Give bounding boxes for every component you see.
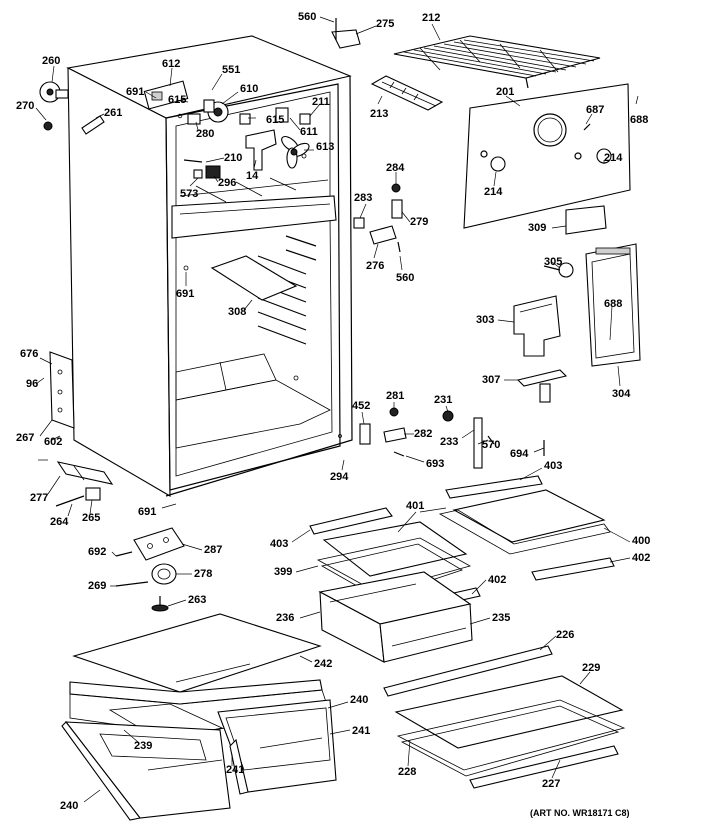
part-label-233: 233	[440, 436, 459, 448]
part-label-296: 296	[218, 177, 237, 189]
part-label-402: 402	[488, 574, 507, 586]
part-label-287: 287	[204, 544, 223, 556]
part-label-235: 235	[492, 612, 511, 624]
part-label-228: 228	[398, 766, 417, 778]
part-label-611: 611	[300, 126, 318, 138]
part-label-691: 691	[126, 86, 145, 98]
part-label-691: 691	[176, 288, 195, 300]
part-label-201: 201	[496, 86, 515, 98]
part-label-14: 14	[246, 170, 259, 182]
part-label-560: 560	[298, 11, 317, 23]
part-label-265: 265	[82, 512, 101, 524]
part-label-226: 226	[556, 629, 575, 641]
part-label-613: 613	[316, 141, 335, 153]
part-label-229: 229	[582, 662, 601, 674]
part-label-278: 278	[194, 568, 213, 580]
part-label-615: 615	[266, 114, 285, 126]
part-label-284: 284	[386, 162, 405, 174]
part-label-227: 227	[542, 778, 561, 790]
control-housing-parts	[359, 243, 641, 469]
part-label-241: 241	[352, 725, 371, 737]
part-label-242: 242	[314, 658, 333, 670]
refrigerator-cabinet	[49, 35, 353, 497]
part-label-691: 691	[138, 506, 157, 518]
part-label-452: 452	[352, 400, 371, 412]
part-label-277: 277	[30, 492, 49, 504]
part-label-275: 275	[376, 18, 395, 30]
part-label-240: 240	[60, 800, 79, 812]
part-label-694: 694	[510, 448, 529, 460]
crisper-bins	[61, 613, 337, 821]
part-label-263: 263	[188, 594, 207, 606]
part-label-402: 402	[632, 552, 651, 564]
part-label-261: 261	[104, 107, 123, 119]
base-parts	[55, 487, 185, 612]
part-label-212: 212	[422, 12, 441, 24]
part-label-240: 240	[350, 694, 369, 706]
part-label-692: 692	[88, 546, 107, 558]
part-label-231: 231	[434, 394, 453, 406]
part-label-282: 282	[414, 428, 433, 440]
part-label-688: 688	[630, 114, 649, 126]
part-label-615: 615	[168, 94, 187, 106]
part-label-269: 269	[88, 580, 107, 592]
part-label-214: 214	[604, 152, 623, 164]
part-label-236: 236	[276, 612, 295, 624]
part-label-213: 213	[370, 108, 389, 120]
part-label-693: 693	[426, 458, 445, 470]
part-label-399: 399	[274, 566, 293, 578]
part-label-612: 612	[162, 58, 181, 70]
part-label-687: 687	[586, 104, 605, 116]
part-label-210: 210	[224, 152, 243, 164]
part-label-279: 279	[410, 216, 429, 228]
part-label-267: 267	[16, 432, 35, 444]
part-label-294: 294	[330, 471, 349, 483]
control-components	[39, 18, 361, 179]
part-label-241: 241	[226, 764, 245, 776]
part-label-401: 401	[406, 500, 425, 512]
part-label-211: 211	[312, 96, 330, 108]
shelves-group	[309, 475, 626, 789]
freezer-parts	[353, 35, 631, 253]
part-label-276: 276	[366, 260, 385, 272]
part-label-270: 270	[16, 100, 35, 112]
part-label-305: 305	[544, 256, 563, 268]
part-label-403: 403	[270, 538, 289, 550]
part-label-688: 688	[604, 298, 623, 310]
leader-lines	[35, 16, 639, 803]
part-label-309: 309	[528, 222, 547, 234]
part-label-400: 400	[632, 535, 651, 547]
part-label-602: 602	[44, 436, 63, 448]
part-label-676: 676	[20, 348, 39, 360]
part-label-560: 560	[396, 272, 415, 284]
part-label-239: 239	[134, 740, 153, 752]
part-label-214: 214	[484, 186, 503, 198]
part-label-573: 573	[180, 188, 199, 200]
part-label-96: 96	[26, 378, 39, 390]
part-label-610: 610	[240, 83, 259, 95]
part-label-551: 551	[222, 64, 241, 76]
part-label-280: 280	[196, 128, 215, 140]
part-label-403: 403	[544, 460, 563, 472]
part-label-304: 304	[612, 388, 631, 400]
part-label-264: 264	[50, 516, 69, 528]
art-number: (ART NO. WR18171 C8)	[530, 808, 630, 818]
part-label-303: 303	[476, 314, 495, 326]
part-label-570: 570	[482, 439, 501, 451]
part-label-307: 307	[482, 374, 501, 386]
part-label-283: 283	[354, 192, 373, 204]
part-label-281: 281	[386, 390, 405, 402]
part-label-308: 308	[228, 306, 247, 318]
part-label-260: 260	[42, 55, 61, 67]
